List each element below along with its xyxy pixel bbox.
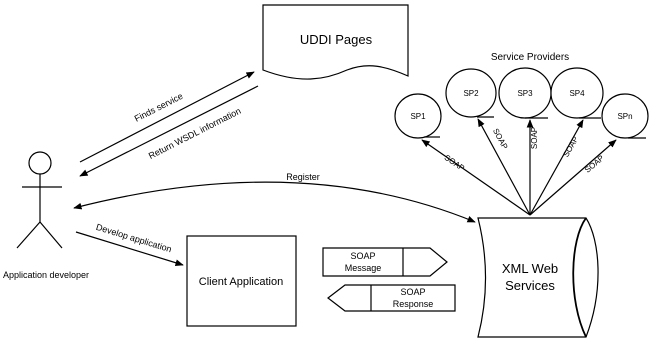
service-providers-title: Service Providers xyxy=(491,52,569,63)
service-provider-sp2: SP2 xyxy=(445,68,497,118)
service-provider-spn: SPn xyxy=(601,93,649,139)
soap-response-line2: Response xyxy=(393,299,434,309)
return-wsdl-label: Return WSDL information xyxy=(147,106,243,161)
soap-link-sp3-label: SOAP xyxy=(530,127,539,149)
sp3-label: SP3 xyxy=(517,89,533,98)
xml-web-services-node: XML Web Services xyxy=(477,217,599,338)
soap-response-line1: SOAP xyxy=(400,287,425,297)
uddi-pages-label: UDDI Pages xyxy=(300,32,373,47)
xml-web-services-line1: XML Web xyxy=(502,261,558,276)
soap-link-spn-label: SOAP xyxy=(583,153,606,174)
finds-service-label: Finds service xyxy=(133,91,185,124)
finds-service-arrow xyxy=(79,71,255,163)
sp1-label: SP1 xyxy=(410,112,426,121)
soap-message-line1: SOAP xyxy=(350,251,375,261)
register-label: Register xyxy=(286,172,320,182)
soap-message-shape: SOAP Message xyxy=(322,247,448,277)
soap-link-sp4-label: SOAP xyxy=(561,135,580,159)
soap-response-shape: SOAP Response xyxy=(327,284,456,312)
spn-label: SPn xyxy=(617,112,632,121)
application-developer-label: Application developer xyxy=(3,270,89,280)
application-developer-actor xyxy=(16,151,63,249)
register-arrow xyxy=(73,181,476,223)
xml-web-services-line2: Services xyxy=(505,278,555,293)
client-application-node: Client Application xyxy=(186,235,297,327)
service-provider-sp1: SP1 xyxy=(394,93,442,139)
uddi-pages-node: UDDI Pages xyxy=(262,4,409,80)
sp4-label: SP4 xyxy=(569,89,585,98)
soap-links xyxy=(421,118,617,216)
return-wsdl-arrow xyxy=(79,85,259,177)
soap-link-sp1-label: SOAP xyxy=(443,153,466,173)
develop-application-arrow xyxy=(75,231,184,266)
client-application-label: Client Application xyxy=(199,276,283,288)
service-provider-sp4: SP4 xyxy=(550,67,604,119)
service-provider-sp3: SP3 xyxy=(498,67,552,119)
sp2-label: SP2 xyxy=(463,89,479,98)
soap-message-line2: Message xyxy=(345,263,382,273)
